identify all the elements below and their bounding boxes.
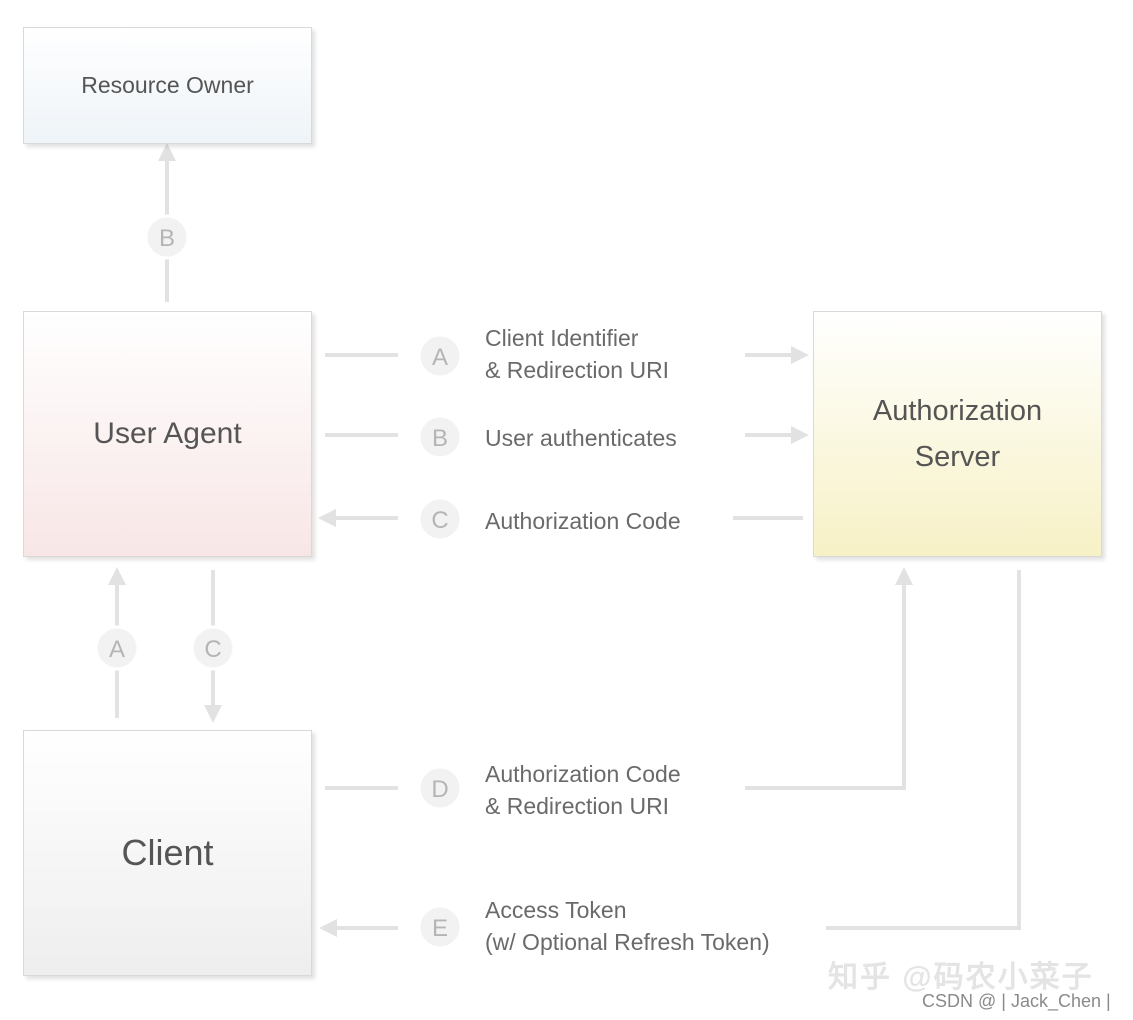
step-a-label: Client Identifier & Redirection URI xyxy=(485,325,670,383)
svg-text:B: B xyxy=(159,225,175,252)
step-e-label: Access Token (w/ Optional Refresh Token) xyxy=(485,897,770,955)
step-d-label: Authorization Code & Redirection URI xyxy=(485,761,681,819)
arrow-e-line-right xyxy=(826,570,1021,930)
user-agent-box: User Agent xyxy=(23,311,312,557)
svg-text:A: A xyxy=(432,344,448,371)
client-label: Client xyxy=(121,832,214,873)
step-b-label: User authenticates xyxy=(485,425,677,451)
svg-text:A: A xyxy=(109,636,125,663)
zhihu-watermark: 知乎 @码农小菜子 xyxy=(828,961,1094,994)
badge-b-up: B xyxy=(144,214,190,260)
badge-c-left: C xyxy=(190,625,236,671)
authorization-server-label: Authorization Server xyxy=(872,395,1043,473)
arrow-d-line-right xyxy=(745,567,913,790)
authorization-server-box: Authorization Server xyxy=(813,311,1102,557)
client-box: Client xyxy=(23,730,312,976)
user-agent-label: User Agent xyxy=(93,417,242,450)
badge-b-top: B xyxy=(417,414,463,460)
svg-text:B: B xyxy=(432,425,448,452)
svg-text:E: E xyxy=(432,915,448,942)
resource-owner-label: Resource Owner xyxy=(81,72,254,98)
svg-text:C: C xyxy=(204,636,221,663)
step-c-label: Authorization Code xyxy=(485,508,681,534)
badge-e: E xyxy=(417,904,463,950)
badge-c-top: C xyxy=(417,496,463,542)
badge-d: D xyxy=(417,765,463,811)
svg-text:C: C xyxy=(431,507,448,534)
svg-text:D: D xyxy=(431,776,448,803)
badge-a-left: A xyxy=(94,625,140,671)
badge-a-top: A xyxy=(417,333,463,379)
csdn-watermark: CSDN @ | Jack_Chen | xyxy=(922,991,1111,1011)
resource-owner-box: Resource Owner xyxy=(23,27,312,144)
